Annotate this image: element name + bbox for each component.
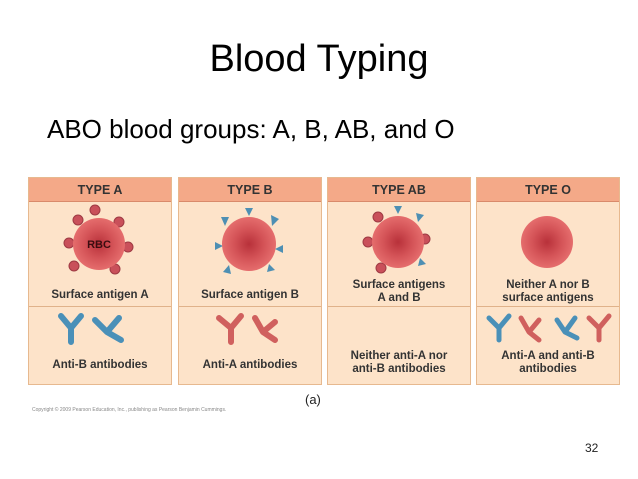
antibody-label: Anti-B antibodies — [52, 359, 148, 371]
surface-label-line-1: Surface antigens — [352, 279, 446, 291]
antibody-label: Anti-A antibodies — [202, 359, 298, 371]
rbc-type-o — [521, 216, 573, 268]
surface-label-line-1: Neither A nor B — [506, 279, 590, 291]
surface-label-line-2: surface antigens — [502, 292, 594, 304]
page-number: 32 — [585, 441, 599, 455]
slide-subtitle: ABO blood groups: A, B, AB, and O — [47, 114, 455, 144]
antibodies-anti-a-anti-b — [486, 313, 612, 343]
rbc-label: RBC — [87, 239, 111, 251]
surface-label: Surface antigens A and B — [328, 279, 470, 305]
panel-type-a: TYPE A RBC Surface antigen A Anti-B anti… — [28, 177, 172, 385]
surface-label-line-2: A and B — [377, 292, 421, 304]
surface-label: Surface antigen B — [201, 289, 299, 301]
antigen-a-markers — [63, 204, 134, 275]
antigen-ab-markers — [362, 206, 431, 274]
figure-caption: (a) — [305, 392, 321, 407]
antibody-label-line-2: anti-B antibodies — [352, 363, 446, 375]
antibodies-anti-a — [216, 313, 278, 345]
divider — [328, 306, 470, 307]
panel-header: TYPE A — [29, 178, 171, 202]
antibody-label: Neither anti-A nor anti-B antibodies — [328, 350, 470, 376]
panel-header: TYPE B — [179, 178, 321, 202]
antibodies-anti-b — [58, 313, 124, 345]
antigen-b-markers — [215, 208, 283, 274]
divider — [29, 306, 171, 307]
rbc-type-b — [215, 208, 283, 274]
divider — [477, 306, 619, 307]
rbc-type-ab — [362, 206, 431, 274]
panel-type-b: TYPE B Surface antigen B Anti-A antibodi… — [178, 177, 322, 385]
copyright-notice: Copyright © 2009 Pearson Education, Inc.… — [32, 407, 227, 413]
antibody-label: Anti-A and anti-B antibodies — [477, 350, 619, 376]
antibody-label-line-1: Anti-A and anti-B — [501, 350, 595, 362]
panel-header: TYPE AB — [328, 178, 470, 202]
rbc-type-a: RBC — [63, 204, 134, 275]
surface-label: Surface antigen A — [51, 289, 149, 301]
divider — [179, 306, 321, 307]
panel-header: TYPE O — [477, 178, 619, 202]
slide-title: Blood Typing — [209, 38, 429, 80]
antibody-label-line-2: antibodies — [519, 363, 577, 375]
panel-type-ab: TYPE AB Surface antigens A and B Neither… — [327, 177, 471, 385]
antibody-label-line-1: Neither anti-A nor — [350, 350, 448, 362]
surface-label: Neither A nor B surface antigens — [477, 279, 619, 305]
panel-type-o: TYPE O Neither A nor B surface antigens … — [476, 177, 620, 385]
